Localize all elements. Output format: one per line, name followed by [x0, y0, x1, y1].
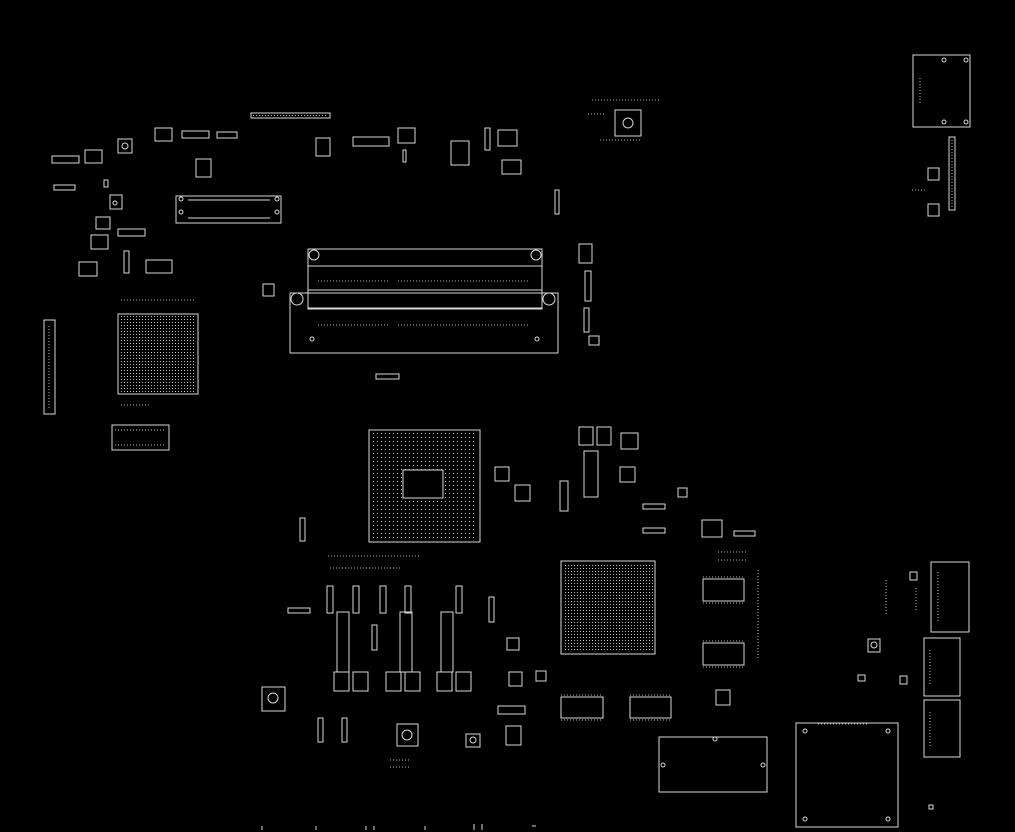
inductor[interactable]: [494, 426, 759, 706]
mini-card-slot[interactable]: [658, 736, 768, 793]
chipset-bga[interactable]: [560, 560, 656, 655]
dimm-slot-top[interactable]: [307, 248, 543, 310]
soic-chip[interactable]: [560, 576, 745, 721]
controller-bga-left[interactable]: [117, 313, 199, 395]
usb-connector-2[interactable]: [923, 699, 961, 758]
io-connector-top-right[interactable]: [912, 54, 971, 128]
passive-cluster: [51, 127, 600, 380]
inductor[interactable]: [261, 517, 547, 768]
port-connector-right[interactable]: [930, 561, 970, 633]
passive-cluster: [857, 571, 934, 810]
left-edge-header: [43, 319, 56, 415]
usb-connector-1[interactable]: [923, 637, 961, 697]
dimm-slot-bottom[interactable]: [289, 292, 559, 354]
flex-connector-left[interactable]: [175, 195, 282, 224]
passive-cluster: [261, 824, 536, 830]
pcb-corner-block: [795, 722, 899, 828]
pin-header-right[interactable]: [912, 136, 956, 217]
memory-chip: [111, 424, 170, 451]
cpu-socket[interactable]: [368, 429, 481, 543]
soic-chip[interactable]: [588, 99, 660, 141]
flex-connector-top[interactable]: [250, 112, 331, 119]
